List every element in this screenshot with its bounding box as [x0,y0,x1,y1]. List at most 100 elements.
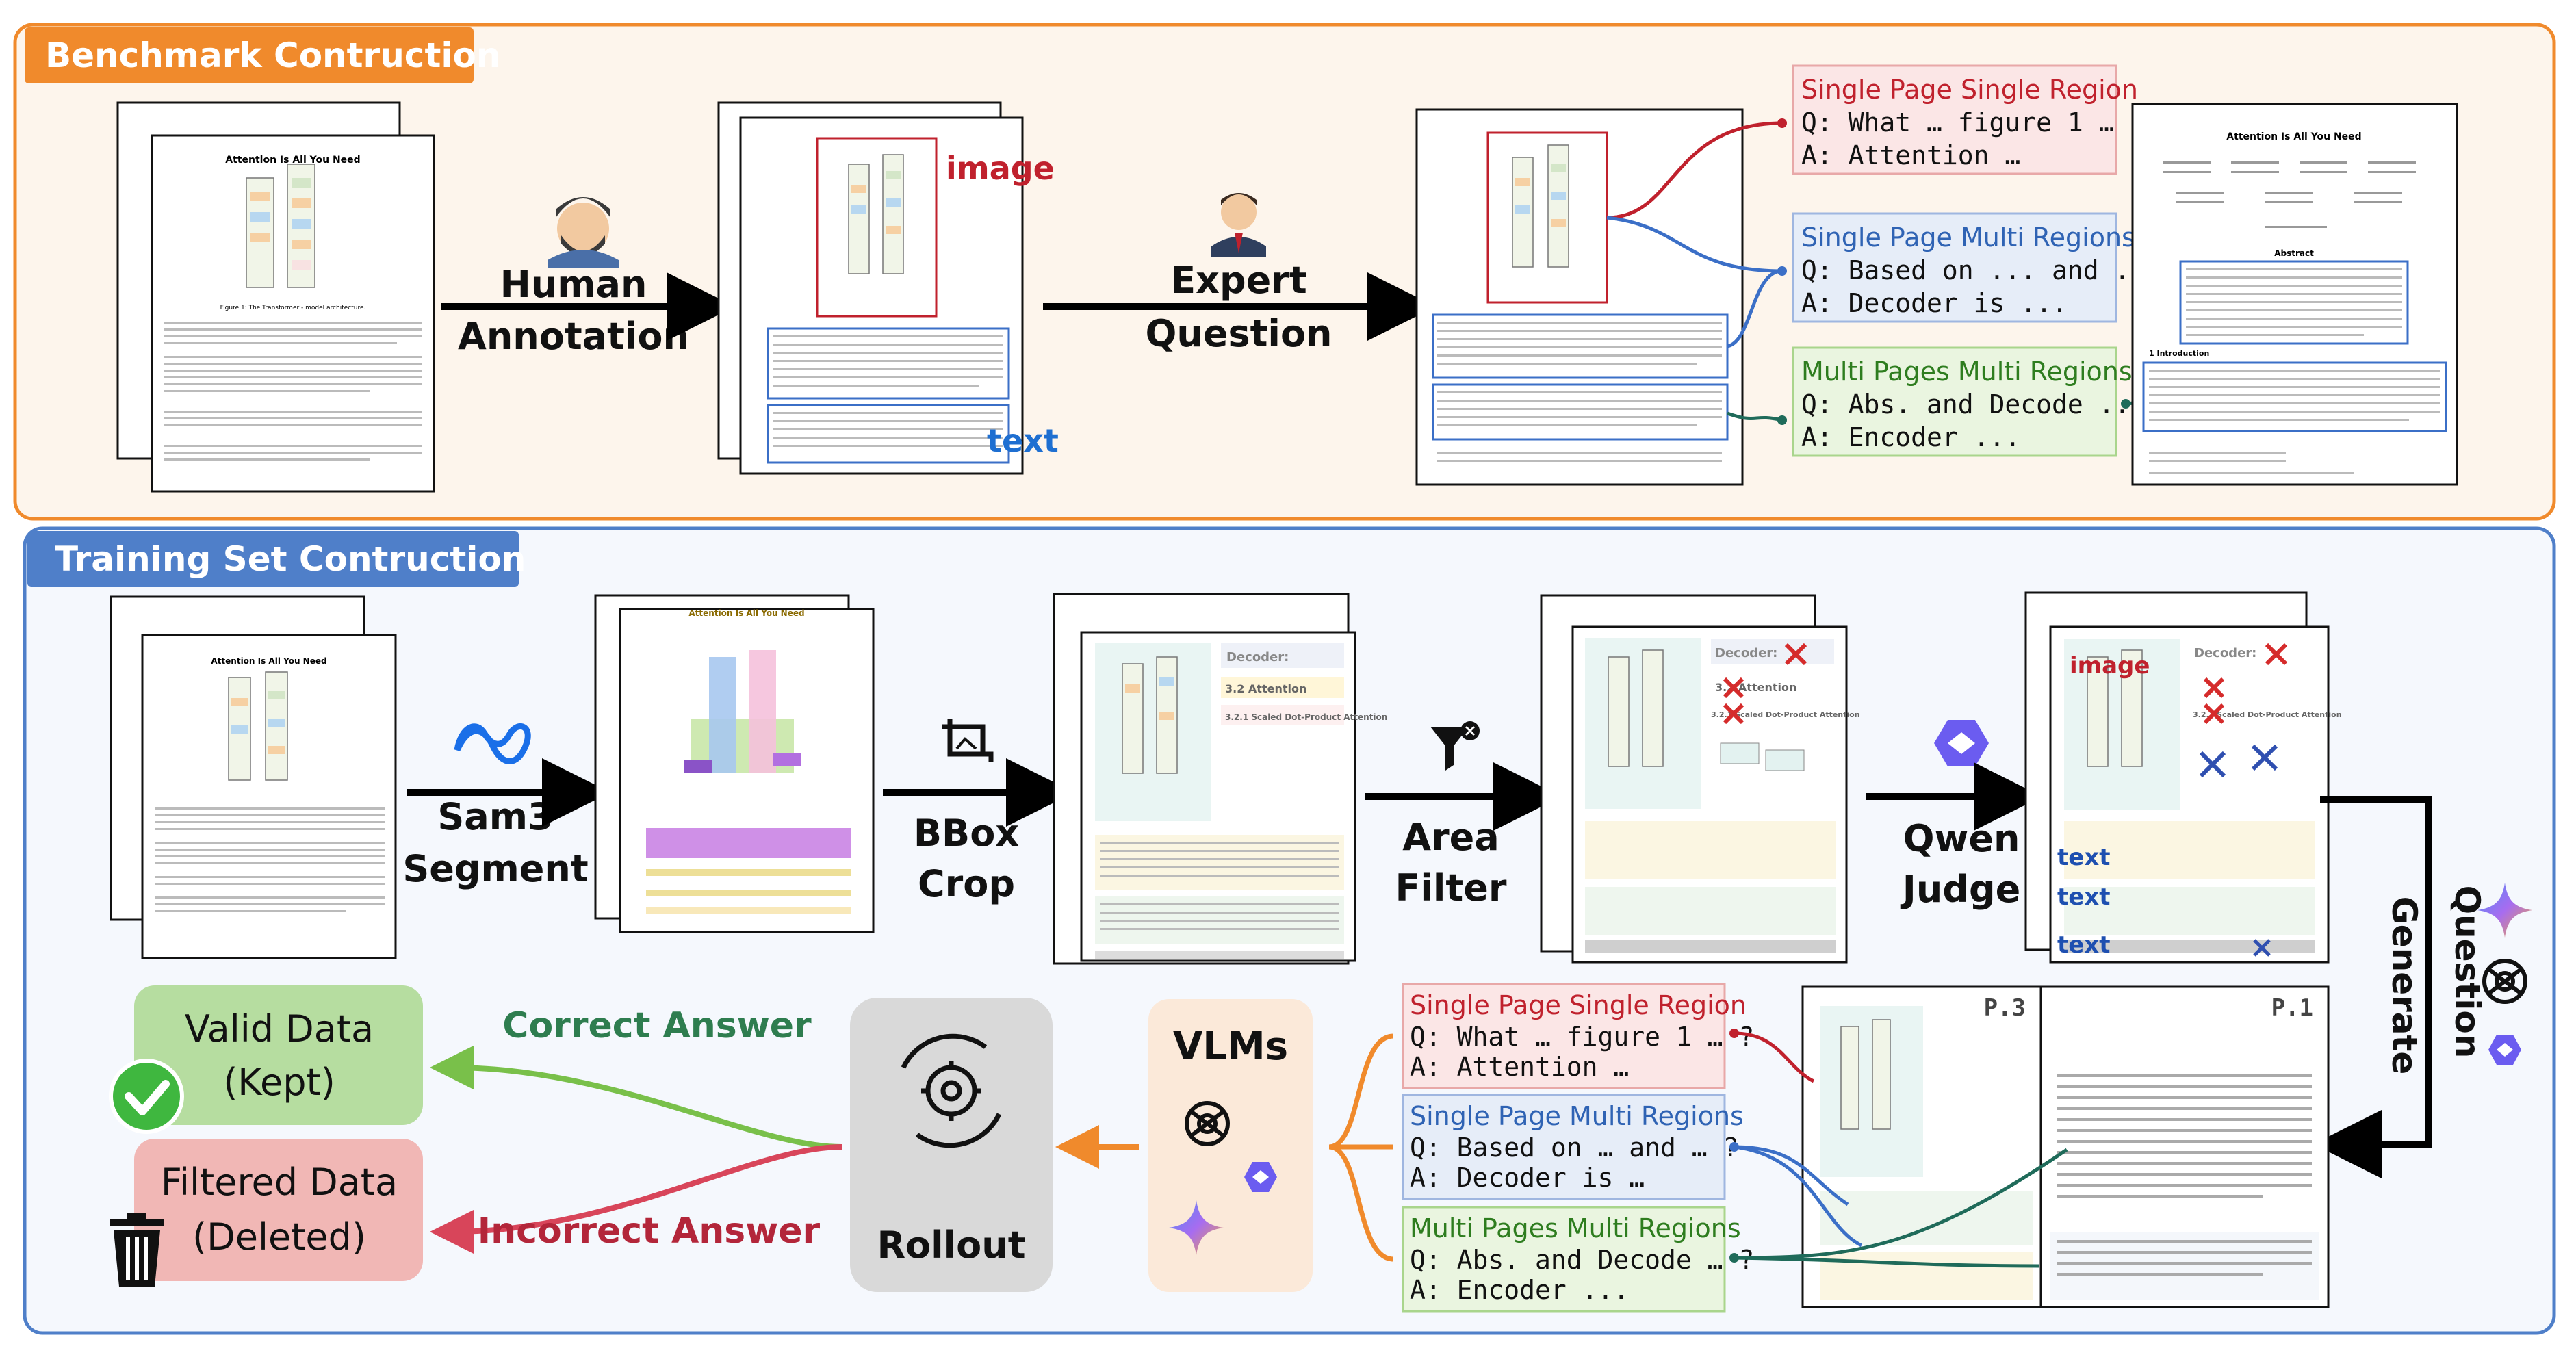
vlm-inputs [1328,1033,1394,1262]
text-region-box-1 [767,327,1010,400]
area-filter-step: Area Filter [1365,721,1562,909]
svg-text:Sam3: Sam3 [437,795,553,838]
svg-text:A: Decoder is ...: A: Decoder is ... [1801,288,2068,318]
qa-box-single-page-single-region: Single Page Single Region Q: What … figu… [1792,64,2146,175]
qa-box-multi-pages-multi-regions: Multi Pages Multi Regions Q: Abs. and De… [1792,346,2177,457]
svg-text:Generate: Generate [2384,896,2424,1075]
answer-routes: Correct Answer Incorrect Answer [430,1005,842,1254]
benchmark-title: Benchmark Contruction [45,36,500,75]
svg-text:Q: What … figure 1 … ?: Q: What … figure 1 … ? [1801,107,2146,138]
expert-icon [1211,193,1266,257]
svg-text:Crop: Crop [918,862,1015,905]
svg-text:A: Attention …: A: Attention … [1801,140,2020,170]
svg-text:VLMs: VLMs [1173,1024,1288,1069]
incorrect-answer-label: Incorrect Answer [478,1211,821,1252]
svg-text:Decoder:: Decoder: [1715,646,1777,660]
training-title-tab [27,531,519,587]
question-source-paper [1415,108,1744,486]
svg-text:A: Encoder ...: A: Encoder ... [1410,1275,1629,1305]
rollout-gear-icon [901,1033,1002,1148]
svg-text:(Deleted): (Deleted) [192,1215,366,1258]
svg-text:Single Page Multi Regions: Single Page Multi Regions [1801,222,2135,253]
qa-box-single-page-multi-regions: Single Page Multi Regions Q: Based on ..… [1792,212,2177,323]
svg-text:Abstract: Abstract [2274,248,2314,258]
svg-text:3.2.1 Scaled Dot-Product Att: 3.2.1 Scaled Dot-Product Attention [1711,710,1860,719]
paper-title: Attention Is All You Need [225,155,360,166]
trash-icon [110,1213,164,1287]
svg-text:BBox: BBox [914,812,1019,855]
crop-icon [942,719,994,762]
svg-text:Q: What … figure 1 … ?: Q: What … figure 1 … ? [1410,1022,1754,1052]
image-label: image [946,150,1055,187]
svg-text:text: text [2057,883,2111,911]
gemini-icon [2477,883,2532,938]
filter-icon [1430,721,1480,771]
bottom-qa-box-multi-pages: Multi Pages Multi Regions Q: Abs. and De… [1402,1206,1754,1313]
removed-region-marks [1723,643,1807,725]
valid-data-box: Valid Data (Kept) [109,985,423,1134]
correct-answer-label: Correct Answer [502,1005,812,1046]
svg-text:Q: Abs. and Decode … ?: Q: Abs. and Decode … ? [1410,1245,1754,1275]
svg-text:A: Encoder ...: A: Encoder ... [1801,422,2020,452]
bbox-crop-step: BBox Crop [883,719,1074,905]
svg-text:Decoder:: Decoder: [1226,650,1289,664]
training-title: Training Set Contruction [55,539,526,579]
svg-text:Segment: Segment [402,847,588,890]
benchmark-title-tab [25,27,474,83]
svg-text:3.2 Attention: 3.2 Attention [1225,682,1306,695]
meta-icon [454,723,531,764]
filtered-data-box: Filtered Data (Deleted) [110,1139,423,1287]
svg-text:Attention Is All You Need: Attention Is All You Need [2226,131,2361,142]
qwen-icon [1934,720,1989,766]
svg-text:Attention Is All You Need: Attention Is All You Need [688,608,804,618]
page-3-label: P.3 [1984,994,2026,1022]
svg-text:Question: Question [1146,312,1332,355]
svg-text:Filtered Data: Filtered Data [161,1161,398,1204]
svg-text:Single Page Multi Regions: Single Page Multi Regions [1410,1101,1744,1131]
annotated-paper: image text [717,101,1059,475]
vlms-box: VLMs [1148,999,1313,1292]
svg-text:Expert: Expert [1170,259,1306,302]
svg-text:Question: Question [2447,886,2487,1059]
svg-text:Single Page Single Region: Single Page Single Region [1410,990,1747,1020]
bottom-qa-box-multi-regions: Single Page Multi Regions Q: Based on … … [1402,1094,1744,1200]
svg-text:Attention Is All You Need: Attention Is All You Need [211,656,326,666]
human-annotator-icon [548,197,619,268]
svg-text:(Kept): (Kept) [223,1061,335,1104]
image-region-box [816,137,938,318]
svg-text:Decoder:: Decoder: [2194,646,2256,660]
text-label: text [987,422,1059,459]
svg-text:A: Attention …: A: Attention … [1410,1052,1629,1082]
human-annotation-step: Human Annotation [441,197,735,358]
text-region-box-2 [767,404,1010,464]
filtered-paper: Decoder: 3.2 Attention 3.2.1 Scaled Dot-… [1540,594,1860,964]
svg-text:Valid Data: Valid Data [185,1007,374,1050]
page-1-label: P.1 [2271,994,2313,1022]
bottom-qa-box-single-region: Single Page Single Region Q: What … figu… [1402,983,1754,1089]
svg-text:Qwen: Qwen [1903,817,2020,860]
svg-text:Multi Pages Multi Regions: Multi Pages Multi Regions [1410,1213,1741,1243]
training-source-paper: Attention Is All You Need [110,595,397,959]
architecture-figure [246,164,315,288]
multi-page-paper: P.3 P.1 [1801,985,2330,1308]
check-icon [109,1059,184,1134]
svg-text:A: Decoder is …: A: Decoder is … [1410,1163,1645,1193]
svg-text:Q: Abs. and Decode ... ?: Q: Abs. and Decode ... ? [1801,389,2177,419]
judged-image-label: image [2070,652,2150,680]
svg-text:Single Page Single Region: Single Page Single Region [1801,75,2138,105]
question-generate-step: Question Generate [2313,796,2532,1178]
svg-text:Q: Based on ... and ...?: Q: Based on ... and ...? [1801,255,2177,285]
figure-caption: Figure 1: The Transformer - model archit… [220,305,366,311]
svg-text:3.2.1 Scaled Dot-Product Att: 3.2.1 Scaled Dot-Product Attention [1225,712,1387,722]
sam3-segment-step: Sam3 Segment [402,723,610,890]
svg-text:Area: Area [1402,816,1499,859]
svg-text:3.2.1 Scaled Dot-Product Att: 3.2.1 Scaled Dot-Product Attention [2193,710,2342,719]
segmented-paper: Attention Is All You Need [594,594,875,933]
rollout-box: Rollout [850,998,1053,1292]
svg-text:Annotation: Annotation [458,315,689,358]
svg-text:Q: Based on … and … ?: Q: Based on … and … ? [1410,1133,1738,1163]
cropped-paper: Decoder: 3.2 Attention 3.2.1 Scaled Dot-… [1053,593,1387,965]
judged-paper: image Decoder: 3.2.1 Scaled Dot-Product … [2024,591,2342,964]
qwen-icon-small [2488,1035,2521,1065]
